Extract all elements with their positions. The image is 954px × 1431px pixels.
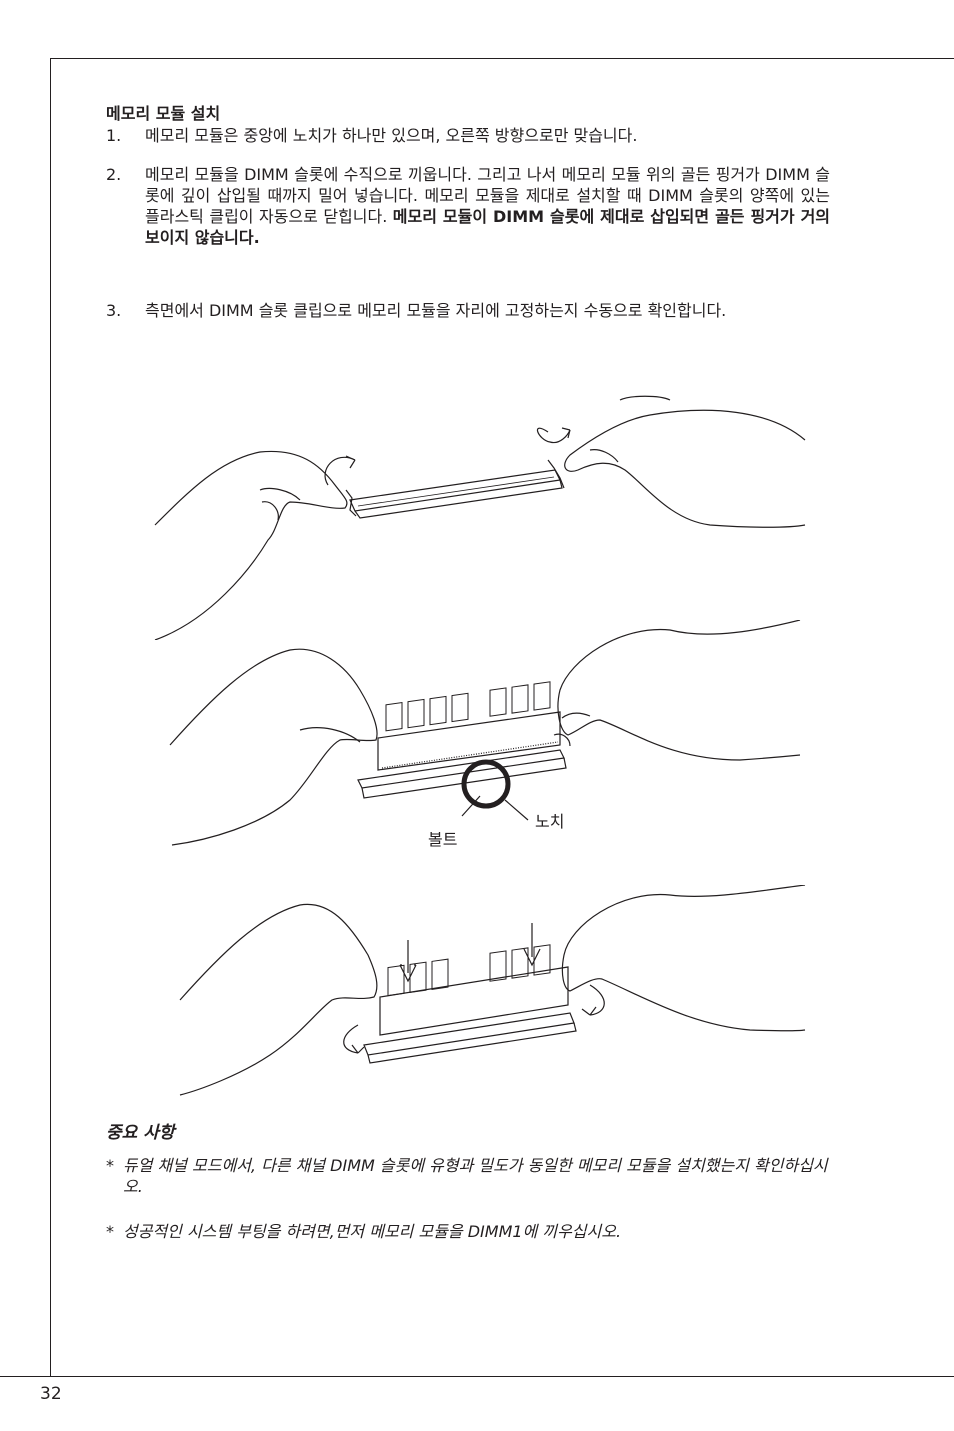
step-number: 2. bbox=[106, 165, 122, 184]
step-number: 3. bbox=[106, 301, 122, 320]
rotate-arrow-icon bbox=[343, 1024, 365, 1054]
step-bold-note: 메모리 모듈이 DIMM 슬롯에 제대로 삽입되면 골든 핑거가 거의 보이지 … bbox=[145, 207, 831, 247]
step-text: 측면에서 DIMM 슬롯 클립으로 메모리 모듈을 자리에 고정하는지 수동으로… bbox=[145, 301, 727, 320]
important-note-1: * 듀얼 채널 모드에서, 다른 채널 DIMM 슬롯에 유형과 밀도가 동일한… bbox=[106, 1155, 830, 1197]
note-text: 듀얼 채널 모드에서, 다른 채널 DIMM 슬롯에 유형과 밀도가 동일한 메… bbox=[123, 1156, 828, 1196]
important-title: 중요 사항 bbox=[106, 1123, 175, 1143]
step-number: 1. bbox=[106, 126, 122, 145]
rotate-arrow-icon bbox=[581, 984, 605, 1016]
note-bullet: * bbox=[106, 1222, 114, 1241]
step-2: 2. 메모리 모듈을 DIMM 슬롯에 수직으로 끼웁니다. 그리고 나서 메모… bbox=[106, 164, 830, 248]
volt-callout: 볼트 bbox=[428, 830, 458, 849]
down-arrow-icon bbox=[523, 923, 541, 967]
step-3: 3. 측면에서 DIMM 슬롯 클립으로 메모리 모듈을 자리에 고정하는지 수… bbox=[106, 300, 830, 321]
page-number: 32 bbox=[40, 1384, 62, 1404]
rotate-arrow-icon bbox=[324, 455, 356, 486]
note-bullet: * bbox=[106, 1156, 114, 1175]
section-title: 메모리 모듈 설치 bbox=[106, 104, 221, 123]
page-frame-top bbox=[50, 58, 954, 59]
note-text: 성공적인 시스템 부팅을 하려면,먼저 메모리 모듈을 DIMM1에 끼우십시오… bbox=[123, 1222, 622, 1241]
rotate-arrow-icon bbox=[536, 427, 571, 444]
open-slot-clips-illustration bbox=[154, 395, 806, 640]
press-module-illustration bbox=[179, 885, 806, 1096]
page-frame-bottom bbox=[0, 1376, 954, 1377]
align-notch-illustration bbox=[169, 620, 801, 846]
down-arrow-icon bbox=[399, 940, 417, 983]
step-text: 메모리 모듈을 DIMM 슬롯에 수직으로 끼웁니다. 그리고 나서 메모리 모… bbox=[145, 165, 831, 247]
step-text: 메모리 모듈은 중앙에 노치가 하나만 있으며, 오른쪽 방향으로만 맞습니다. bbox=[145, 126, 638, 145]
step-1: 1. 메모리 모듈은 중앙에 노치가 하나만 있으며, 오른쪽 방향으로만 맞습… bbox=[106, 125, 830, 146]
page-frame-left bbox=[50, 58, 51, 1376]
important-note-2: * 성공적인 시스템 부팅을 하려면,먼저 메모리 모듈을 DIMM1에 끼우십… bbox=[106, 1221, 830, 1242]
notch-callout: 노치 bbox=[535, 812, 565, 831]
